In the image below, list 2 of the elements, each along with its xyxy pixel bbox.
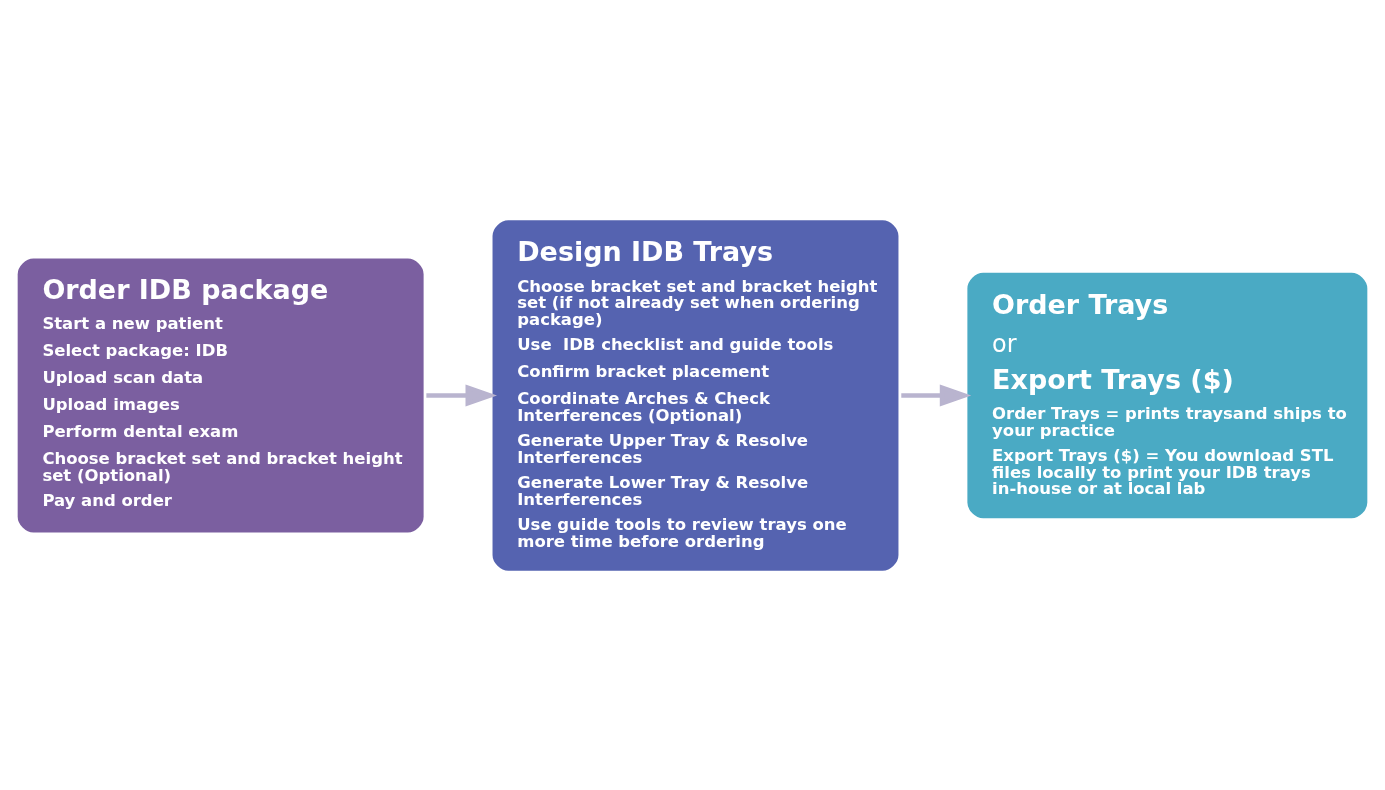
arrow [426,383,497,407]
arrow [901,383,972,407]
